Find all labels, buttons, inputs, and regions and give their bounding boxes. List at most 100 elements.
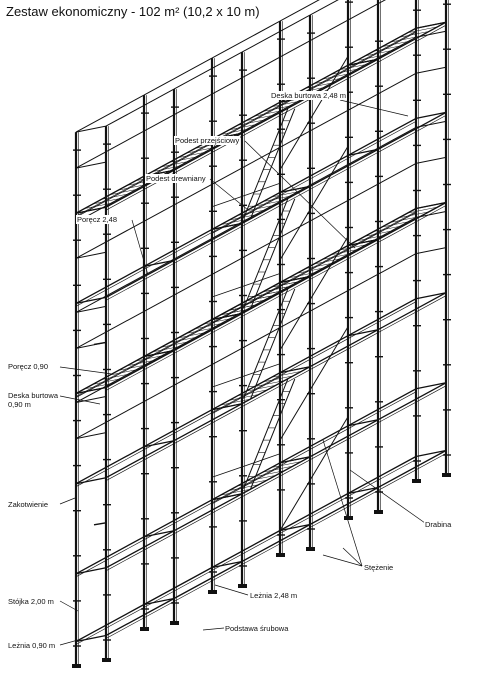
label-leader-line bbox=[323, 555, 362, 566]
ledger bbox=[106, 599, 174, 636]
guard-rail bbox=[348, 0, 416, 20]
toe-board bbox=[76, 180, 144, 217]
transom bbox=[416, 293, 446, 299]
guard-rail bbox=[144, 365, 212, 402]
ledger-edge bbox=[378, 454, 446, 491]
ledger-edge bbox=[242, 99, 310, 136]
base-plate bbox=[140, 627, 149, 631]
ledger bbox=[76, 605, 144, 642]
ledger bbox=[144, 229, 212, 266]
ledger-edge bbox=[174, 226, 242, 263]
guard-rail bbox=[76, 402, 144, 439]
guard-rail bbox=[76, 311, 144, 348]
deck-board-joint bbox=[399, 212, 429, 218]
label-porecz-090: Poręcz 0,90 bbox=[7, 362, 50, 371]
ledger-edge bbox=[174, 317, 242, 354]
ladder-rail bbox=[251, 199, 295, 309]
deck-board-joint bbox=[391, 36, 421, 42]
ledger-edge bbox=[242, 189, 310, 226]
ledger bbox=[378, 451, 446, 488]
toe-board bbox=[348, 32, 416, 69]
deck-board-joint bbox=[93, 378, 123, 384]
top-rail bbox=[310, 0, 378, 15]
deck-board-joint bbox=[272, 462, 302, 468]
ledger bbox=[310, 330, 378, 367]
ledger bbox=[378, 383, 446, 420]
diagonal-brace bbox=[212, 274, 280, 298]
ledger-edge bbox=[348, 121, 416, 158]
deck-board-joint bbox=[272, 281, 302, 287]
transom bbox=[212, 562, 242, 568]
toe-board bbox=[76, 361, 144, 398]
end-guard-rail bbox=[76, 126, 106, 132]
ledger bbox=[310, 488, 378, 525]
deck-board-joint bbox=[102, 374, 132, 380]
ledger-edge bbox=[106, 354, 174, 391]
label-leader-line bbox=[340, 100, 408, 116]
deck-board-joint bbox=[136, 355, 166, 361]
label-leader-line bbox=[132, 220, 148, 275]
ledger-edge bbox=[174, 497, 242, 534]
ledger-edge bbox=[310, 152, 378, 189]
access-platform bbox=[212, 277, 310, 320]
guard-rail bbox=[348, 254, 416, 291]
ledger bbox=[174, 494, 242, 531]
ledger-edge bbox=[144, 503, 212, 540]
deck-board-joint bbox=[178, 152, 208, 158]
transom bbox=[348, 330, 378, 336]
ledger-edge bbox=[348, 392, 416, 429]
deck-board-joint bbox=[289, 272, 319, 278]
deck-board-joint bbox=[221, 399, 251, 405]
label-stojka-200: Stójka 2,00 m bbox=[7, 597, 55, 606]
label-leznia-248: Leżnia 2,48 m bbox=[249, 591, 299, 600]
guard-rail bbox=[144, 274, 212, 311]
toe-board bbox=[348, 213, 416, 250]
deck-board-joint bbox=[221, 219, 251, 225]
ledger bbox=[242, 525, 310, 562]
ledger bbox=[348, 389, 416, 426]
label-leader-lines bbox=[60, 100, 425, 645]
deck-board-joint bbox=[399, 31, 429, 37]
ladder-rail bbox=[244, 289, 288, 399]
deck-board-joint bbox=[255, 381, 285, 387]
ledger-edge bbox=[144, 571, 212, 608]
deck-board-joint bbox=[246, 385, 276, 391]
deck-board-joint bbox=[323, 253, 353, 259]
deck-board-joint bbox=[246, 115, 276, 121]
guard-rail bbox=[348, 163, 416, 200]
base-plate bbox=[374, 510, 383, 514]
ledger bbox=[144, 500, 212, 537]
deck-board-joint bbox=[255, 290, 285, 296]
ledger bbox=[378, 112, 446, 149]
guard-rail bbox=[280, 291, 348, 328]
deck-board-joint bbox=[153, 346, 183, 352]
ledger-edge bbox=[106, 534, 174, 571]
deck-board-joint bbox=[263, 286, 293, 292]
ladder-rail bbox=[251, 379, 295, 489]
deck-board-joint bbox=[246, 475, 276, 481]
deck-board-joint bbox=[85, 383, 115, 389]
toe-board bbox=[280, 69, 348, 106]
label-podest-drewniany: Podest drewniany bbox=[145, 174, 207, 183]
base-plate bbox=[72, 664, 81, 668]
ledger bbox=[106, 531, 174, 568]
guard-rail bbox=[76, 131, 144, 168]
transom bbox=[76, 636, 106, 642]
transom bbox=[416, 383, 446, 389]
ledger bbox=[378, 293, 446, 330]
ladder-rail bbox=[244, 199, 288, 309]
deck-board-joint bbox=[170, 337, 200, 343]
end-guard-rail bbox=[76, 162, 106, 168]
deck-board-joint bbox=[306, 263, 336, 269]
deck-board-joint bbox=[382, 41, 412, 47]
transom bbox=[76, 478, 106, 484]
deck-board-joint bbox=[263, 105, 293, 111]
ledger bbox=[76, 266, 144, 303]
ledger-edge bbox=[76, 608, 144, 645]
deck-board-joint bbox=[246, 295, 276, 301]
end-guard-rail bbox=[416, 248, 446, 254]
guard-rail bbox=[212, 201, 280, 238]
ledger-edge bbox=[76, 540, 144, 577]
deck-board-joint bbox=[119, 184, 149, 190]
label-leader-line bbox=[210, 179, 248, 210]
